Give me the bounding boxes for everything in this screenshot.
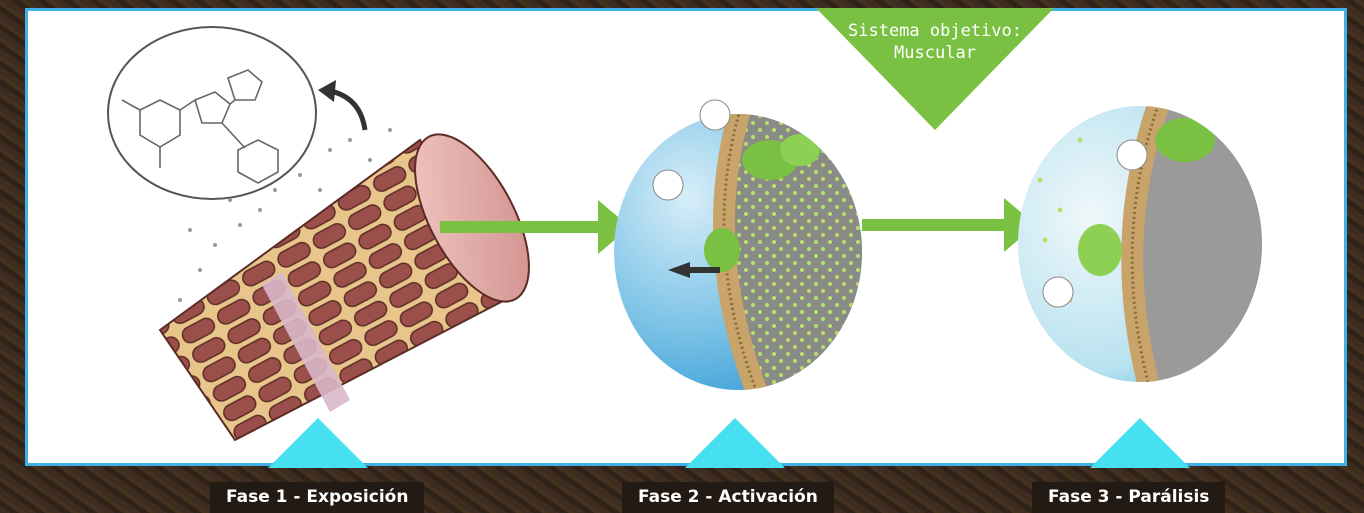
target-system-label: Sistema objetivo: Muscular xyxy=(816,20,1054,64)
phase-2-label: Fase 2 - Activación xyxy=(622,482,834,513)
cell-activation-view xyxy=(614,100,880,400)
phase-2-pointer xyxy=(685,418,785,468)
flow-arrow-2 xyxy=(862,198,1036,252)
phase-1-pointer xyxy=(268,418,368,468)
phase-3-pointer xyxy=(1090,418,1190,468)
badge-line-2: Muscular xyxy=(816,42,1054,64)
phase-1-label: Fase 1 - Exposición xyxy=(210,482,424,513)
phase-3-label: Fase 3 - Parálisis xyxy=(1032,482,1225,513)
badge-line-1: Sistema objetivo: xyxy=(816,20,1054,42)
molecule-bubble xyxy=(108,27,316,199)
cell-paralysis-view xyxy=(1018,100,1270,390)
